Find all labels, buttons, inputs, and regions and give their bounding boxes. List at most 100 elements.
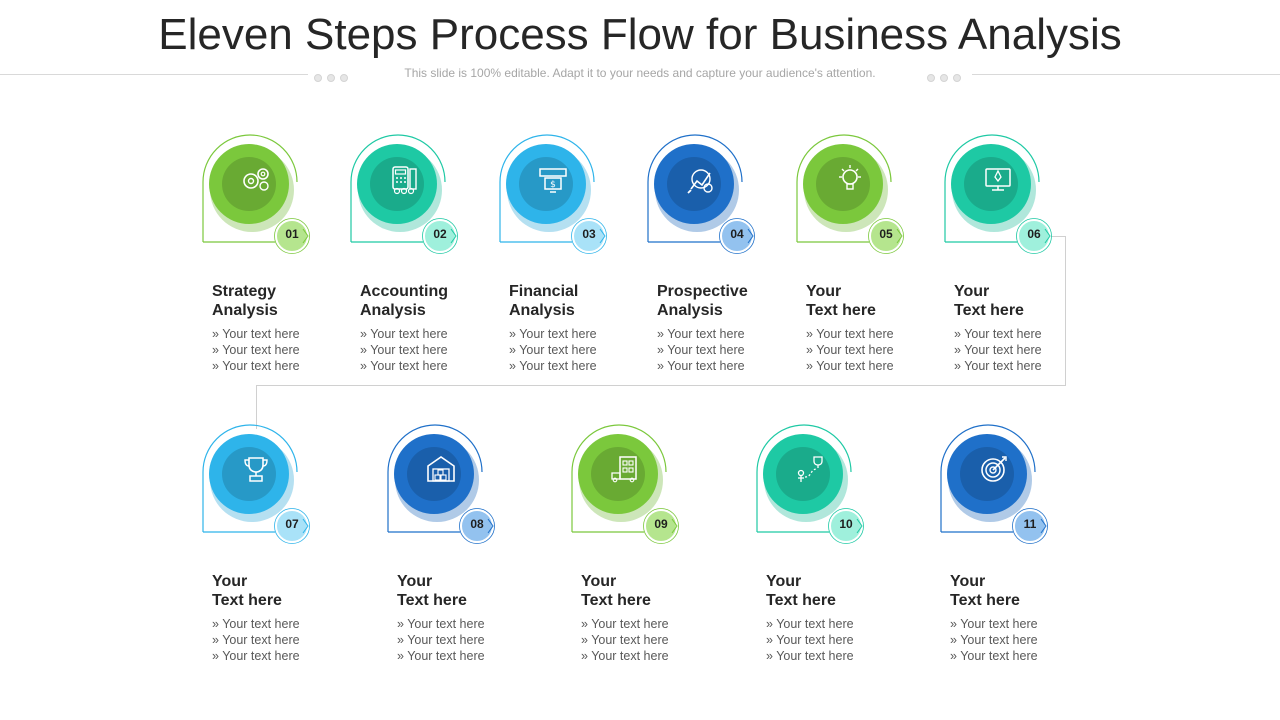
divider-right	[972, 74, 1280, 75]
step-bullets: Your text hereYour text hereYour text he…	[212, 326, 299, 374]
step-bullets: Your text hereYour text hereYour text he…	[581, 616, 668, 664]
step-bullets: Your text hereYour text hereYour text he…	[954, 326, 1041, 374]
process-step: 02AccountingAnalysisYour text hereYour t…	[350, 134, 520, 377]
step-heading-line: Analysis	[360, 302, 426, 319]
step-bullet: Your text here	[954, 342, 1041, 358]
step-heading-line: Your	[950, 573, 986, 590]
step-heading-line: Text here	[806, 302, 876, 319]
step-bullet: Your text here	[954, 358, 1041, 374]
step-bullet: Your text here	[509, 326, 596, 342]
step-bullet: Your text here	[581, 632, 668, 648]
step-bullets: Your text hereYour text hereYour text he…	[657, 326, 744, 374]
step-frame	[499, 134, 607, 254]
step-bullet: Your text here	[806, 326, 893, 342]
target-icon	[981, 456, 1007, 482]
step-frame	[571, 424, 679, 544]
step-number: 08	[470, 517, 484, 531]
step-frame	[202, 134, 310, 254]
step-bullet: Your text here	[212, 616, 299, 632]
step-heading-line: Your	[581, 573, 617, 590]
step-bullet: Your text here	[397, 632, 484, 648]
step-bullet: Your text here	[212, 326, 299, 342]
warehouse-icon	[427, 456, 455, 482]
store-delivery-icon	[611, 456, 637, 483]
step-bullets: Your text hereYour text hereYour text he…	[360, 326, 447, 374]
market-analysis-icon	[687, 169, 713, 194]
step-number: 04	[730, 227, 744, 241]
step-heading-line: Financial	[509, 283, 579, 300]
step-bullet: Your text here	[581, 648, 668, 664]
slide-title: Eleven Steps Process Flow for Business A…	[158, 10, 1122, 59]
step-bullets: Your text hereYour text hereYour text he…	[950, 616, 1037, 664]
step-bullets: Your text hereYour text hereYour text he…	[397, 616, 484, 664]
step-bullet: Your text here	[766, 648, 853, 664]
step-bullet: Your text here	[397, 648, 484, 664]
decor-dots-left	[314, 69, 353, 82]
subtitle-row: This slide is 100% editable. Adapt it to…	[0, 66, 1280, 82]
step-heading-line: Your	[212, 573, 248, 590]
step-heading-line: Text here	[950, 592, 1020, 609]
step-number: 09	[654, 517, 668, 531]
step-bullet: Your text here	[397, 616, 484, 632]
path-goal-icon	[797, 456, 823, 482]
step-bullet: Your text here	[212, 648, 299, 664]
calculator-icon	[392, 166, 417, 195]
step-bullet: Your text here	[657, 342, 744, 358]
slide-subtitle: This slide is 100% editable. Adapt it to…	[404, 66, 876, 80]
step-bullet: Your text here	[360, 326, 447, 342]
process-step: 01StrategyAnalysisYour text hereYour tex…	[202, 134, 372, 377]
step-bullet: Your text here	[581, 616, 668, 632]
gears-icon	[243, 168, 269, 191]
step-bullet: Your text here	[806, 358, 893, 374]
decor-dots-right	[927, 69, 966, 82]
svg-text:$: $	[550, 180, 556, 190]
step-heading-line: Text here	[212, 592, 282, 609]
step-heading-line: Analysis	[657, 302, 723, 319]
process-step: 04ProspectiveAnalysisYour text hereYour …	[647, 134, 817, 377]
flow-connector-horizontal	[256, 385, 1066, 386]
step-bullet: Your text here	[212, 342, 299, 358]
divider-left	[0, 74, 308, 75]
step-bullet: Your text here	[766, 632, 853, 648]
step-bullet: Your text here	[360, 342, 447, 358]
step-bullet: Your text here	[509, 342, 596, 358]
step-heading-line: Your	[806, 283, 842, 300]
step-bullet: Your text here	[212, 632, 299, 648]
step-bullet: Your text here	[950, 648, 1037, 664]
step-heading-line: Analysis	[509, 302, 575, 319]
step-number: 07	[285, 517, 299, 531]
step-number: 10	[839, 517, 853, 531]
step-number: 01	[285, 227, 299, 241]
rocket-monitor-icon	[985, 168, 1011, 191]
step-bullet: Your text here	[212, 358, 299, 374]
trophy-icon	[244, 457, 268, 482]
step-heading-line: Your	[766, 573, 802, 590]
step-bullet: Your text here	[657, 326, 744, 342]
step-heading-line: Accounting	[360, 283, 448, 300]
step-heading-line: Your	[954, 283, 990, 300]
step-heading-line: Analysis	[212, 302, 278, 319]
process-step: $03FinancialAnalysisYour text hereYour t…	[499, 134, 669, 377]
step-number: 06	[1027, 227, 1041, 241]
step-heading-line: Your	[397, 573, 433, 590]
step-bullet: Your text here	[806, 342, 893, 358]
step-bullet: Your text here	[950, 616, 1037, 632]
step-heading-line: Text here	[581, 592, 651, 609]
step-bullet: Your text here	[950, 632, 1037, 648]
step-bullet: Your text here	[509, 358, 596, 374]
step-frame	[944, 134, 1052, 254]
